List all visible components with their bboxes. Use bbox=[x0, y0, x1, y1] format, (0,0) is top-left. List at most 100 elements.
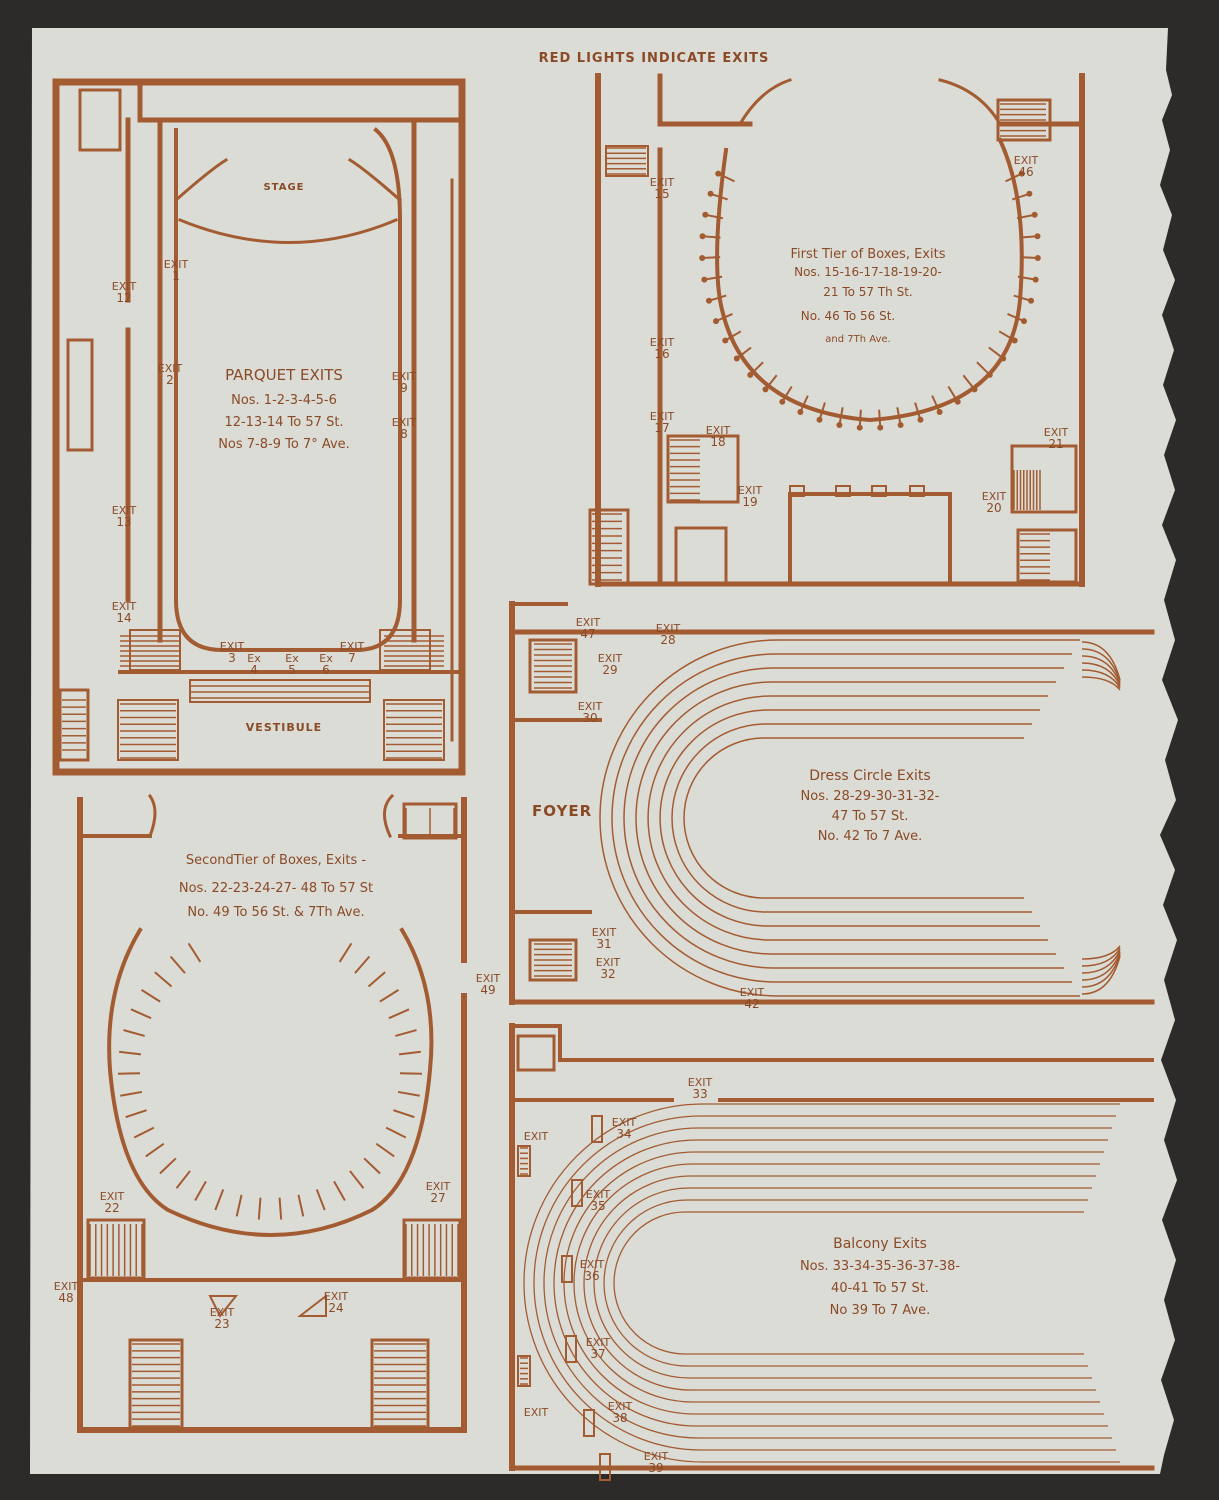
parquet-exit-4-word: Ex bbox=[247, 652, 261, 665]
balcony-exit-3-word: EXIT bbox=[580, 1258, 605, 1271]
vestibule-stair-right bbox=[386, 703, 442, 759]
balcony-exit-6-number: 39 bbox=[648, 1461, 663, 1475]
parquet-exit-12-number: 14 bbox=[116, 611, 131, 625]
parquet-exit-10-word: EXIT bbox=[112, 280, 137, 293]
first-tier-stair-right bbox=[1013, 470, 1041, 510]
parquet-line-3: Nos 7-8-9 To 7° Ave. bbox=[218, 437, 350, 452]
balcony-exit-4-number: 37 bbox=[590, 1347, 605, 1361]
dress-circle-plan bbox=[509, 601, 1155, 1005]
vestibule-label: VESTIBULE bbox=[246, 721, 322, 734]
second-tier-exit-2-word: EXIT bbox=[426, 1180, 451, 1193]
first-tier-stair-tl bbox=[606, 147, 646, 175]
parquet-exit-11-number: 13 bbox=[116, 515, 131, 529]
second-tier-stair-left bbox=[89, 1224, 143, 1276]
balcony-stair-bottom bbox=[520, 1357, 528, 1385]
balcony-exit-1-number: 34 bbox=[616, 1127, 631, 1141]
first-tier-boxes bbox=[699, 170, 1041, 431]
balcony-exit-7-word: EXIT bbox=[524, 1130, 549, 1143]
parquet-exit-4-number: 4 bbox=[250, 663, 258, 677]
dress-circle-line-1: Dress Circle Exits bbox=[809, 768, 930, 784]
corner-stair bbox=[62, 699, 86, 751]
parquet-stair-right bbox=[384, 635, 444, 667]
second-tier-exit-4-word: EXIT bbox=[210, 1306, 235, 1319]
parquet-exit-8-number: 8 bbox=[400, 427, 408, 441]
balcony-exit-2-number: 35 bbox=[590, 1199, 605, 1213]
dress-circle-exit-5-word: EXIT bbox=[596, 956, 621, 969]
first-tier-exit-3-number: 18 bbox=[710, 435, 725, 449]
parquet-exit-12-word: EXIT bbox=[112, 600, 137, 613]
paper-sheet bbox=[30, 28, 1178, 1474]
second-tier-stair-top bbox=[405, 808, 455, 836]
parquet-exit-11-word: EXIT bbox=[112, 504, 137, 517]
dress-circle-exit-3-number: 30 bbox=[582, 711, 597, 725]
balcony-line-3: 40-41 To 57 St. bbox=[831, 1281, 929, 1296]
balcony-stair-top bbox=[520, 1147, 528, 1175]
second-tier-exit-4-number: 23 bbox=[214, 1317, 229, 1331]
first-tier-stair-left bbox=[670, 439, 700, 501]
first-tier-exit-6-word: EXIT bbox=[1044, 426, 1069, 439]
parquet-exit-9-word: EXIT bbox=[392, 370, 417, 383]
first-tier-exit-5-word: EXIT bbox=[982, 490, 1007, 503]
parquet-exit-10-number: 12 bbox=[116, 291, 131, 305]
parquet-plan bbox=[52, 78, 466, 776]
first-tier-line-1: First Tier of Boxes, Exits bbox=[791, 247, 946, 262]
parquet-exit-7-word: EXIT bbox=[340, 640, 365, 653]
parquet-exit-6-word: Ex bbox=[319, 652, 333, 665]
parquet-exit-3-number: 3 bbox=[228, 651, 236, 665]
parquet-exit-9-number: 9 bbox=[400, 381, 408, 395]
balcony-exit-0-word: EXIT bbox=[688, 1076, 713, 1089]
dress-circle-line-4: No. 42 To 7 Ave. bbox=[818, 829, 923, 844]
dress-circle-exit-6-word: EXIT bbox=[740, 986, 765, 999]
stage-label: STAGE bbox=[263, 182, 304, 193]
first-tier-exit-5-number: 20 bbox=[986, 501, 1001, 515]
balcony-exit-4-word: EXIT bbox=[586, 1336, 611, 1349]
first-tier-stair-br bbox=[1020, 533, 1050, 581]
second-tier-exit-3-word: EXIT bbox=[54, 1280, 79, 1293]
dress-circle-exit-0-number: 47 bbox=[580, 627, 595, 641]
second-tier-boxes bbox=[118, 942, 422, 1220]
parquet-exit-5-word: Ex bbox=[285, 652, 299, 665]
dress-circle-exit-6-number: 42 bbox=[744, 997, 759, 1011]
balcony-line-4: No 39 To 7 Ave. bbox=[830, 1303, 931, 1318]
first-tier-exit-1-word: EXIT bbox=[650, 336, 675, 349]
first-tier-rail-boxes bbox=[789, 485, 925, 497]
second-tier-exit-1-number: 22 bbox=[104, 1201, 119, 1215]
first-tier-exit-2-word: EXIT bbox=[650, 410, 675, 423]
dress-circle-exit-1-number: 28 bbox=[660, 633, 675, 647]
dress-circle-stair-top bbox=[534, 643, 572, 689]
parquet-exit-5-number: 5 bbox=[288, 663, 296, 677]
parquet-exit-2-word: EXIT bbox=[158, 362, 183, 375]
dress-circle-stair-bottom bbox=[534, 943, 572, 977]
balcony-exit-3-number: 36 bbox=[584, 1269, 599, 1283]
first-tier-exit-4-number: 19 bbox=[742, 495, 757, 509]
balcony-exit-8-word: EXIT bbox=[524, 1406, 549, 1419]
parquet-line-2: 12-13-14 To 57 St. bbox=[224, 415, 343, 430]
first-tier-line-3: 21 To 57 Th St. bbox=[823, 285, 913, 299]
first-tier-stair-top bbox=[1000, 103, 1046, 137]
parquet-exit-3-word: EXIT bbox=[220, 640, 245, 653]
second-tier-exit-0-word: EXIT bbox=[476, 972, 501, 985]
first-tier-exit-1-number: 16 bbox=[654, 347, 669, 361]
first-tier-exit-2-number: 17 bbox=[654, 421, 669, 435]
dress-circle-exit-4-word: EXIT bbox=[592, 926, 617, 939]
second-tier-stair-right bbox=[405, 1224, 459, 1276]
first-tier-exit-0-word: EXIT bbox=[650, 176, 675, 189]
parquet-exit-7-number: 7 bbox=[348, 651, 356, 665]
second-tier-exit-3-number: 48 bbox=[58, 1291, 73, 1305]
balcony-exit-5-word: EXIT bbox=[608, 1400, 633, 1413]
balcony-line-2: Nos. 33-34-35-36-37-38- bbox=[800, 1259, 960, 1274]
first-tier-exit-7-word: EXIT bbox=[1014, 154, 1039, 167]
dress-circle-line-3: 47 To 57 St. bbox=[832, 809, 909, 824]
parquet-line-1: Nos. 1-2-3-4-5-6 bbox=[231, 393, 337, 408]
first-tier-exit-7-number: 46 bbox=[1018, 165, 1033, 179]
dress-circle-line-2: Nos. 28-29-30-31-32- bbox=[801, 789, 940, 804]
second-tier-exit-5-number: 24 bbox=[328, 1301, 343, 1315]
second-tier-line-3: No. 49 To 56 St. & 7Th Ave. bbox=[187, 905, 364, 920]
dress-circle-exit-4-number: 31 bbox=[596, 937, 611, 951]
dress-circle-exit-1-word: EXIT bbox=[656, 622, 681, 635]
parquet-exit-1-word: EXIT bbox=[164, 258, 189, 271]
second-tier-line-1: SecondTier of Boxes, Exits - bbox=[186, 853, 366, 868]
parquet-stair-left bbox=[120, 635, 180, 667]
page-header: RED LIGHTS INDICATE EXITS bbox=[539, 51, 770, 66]
